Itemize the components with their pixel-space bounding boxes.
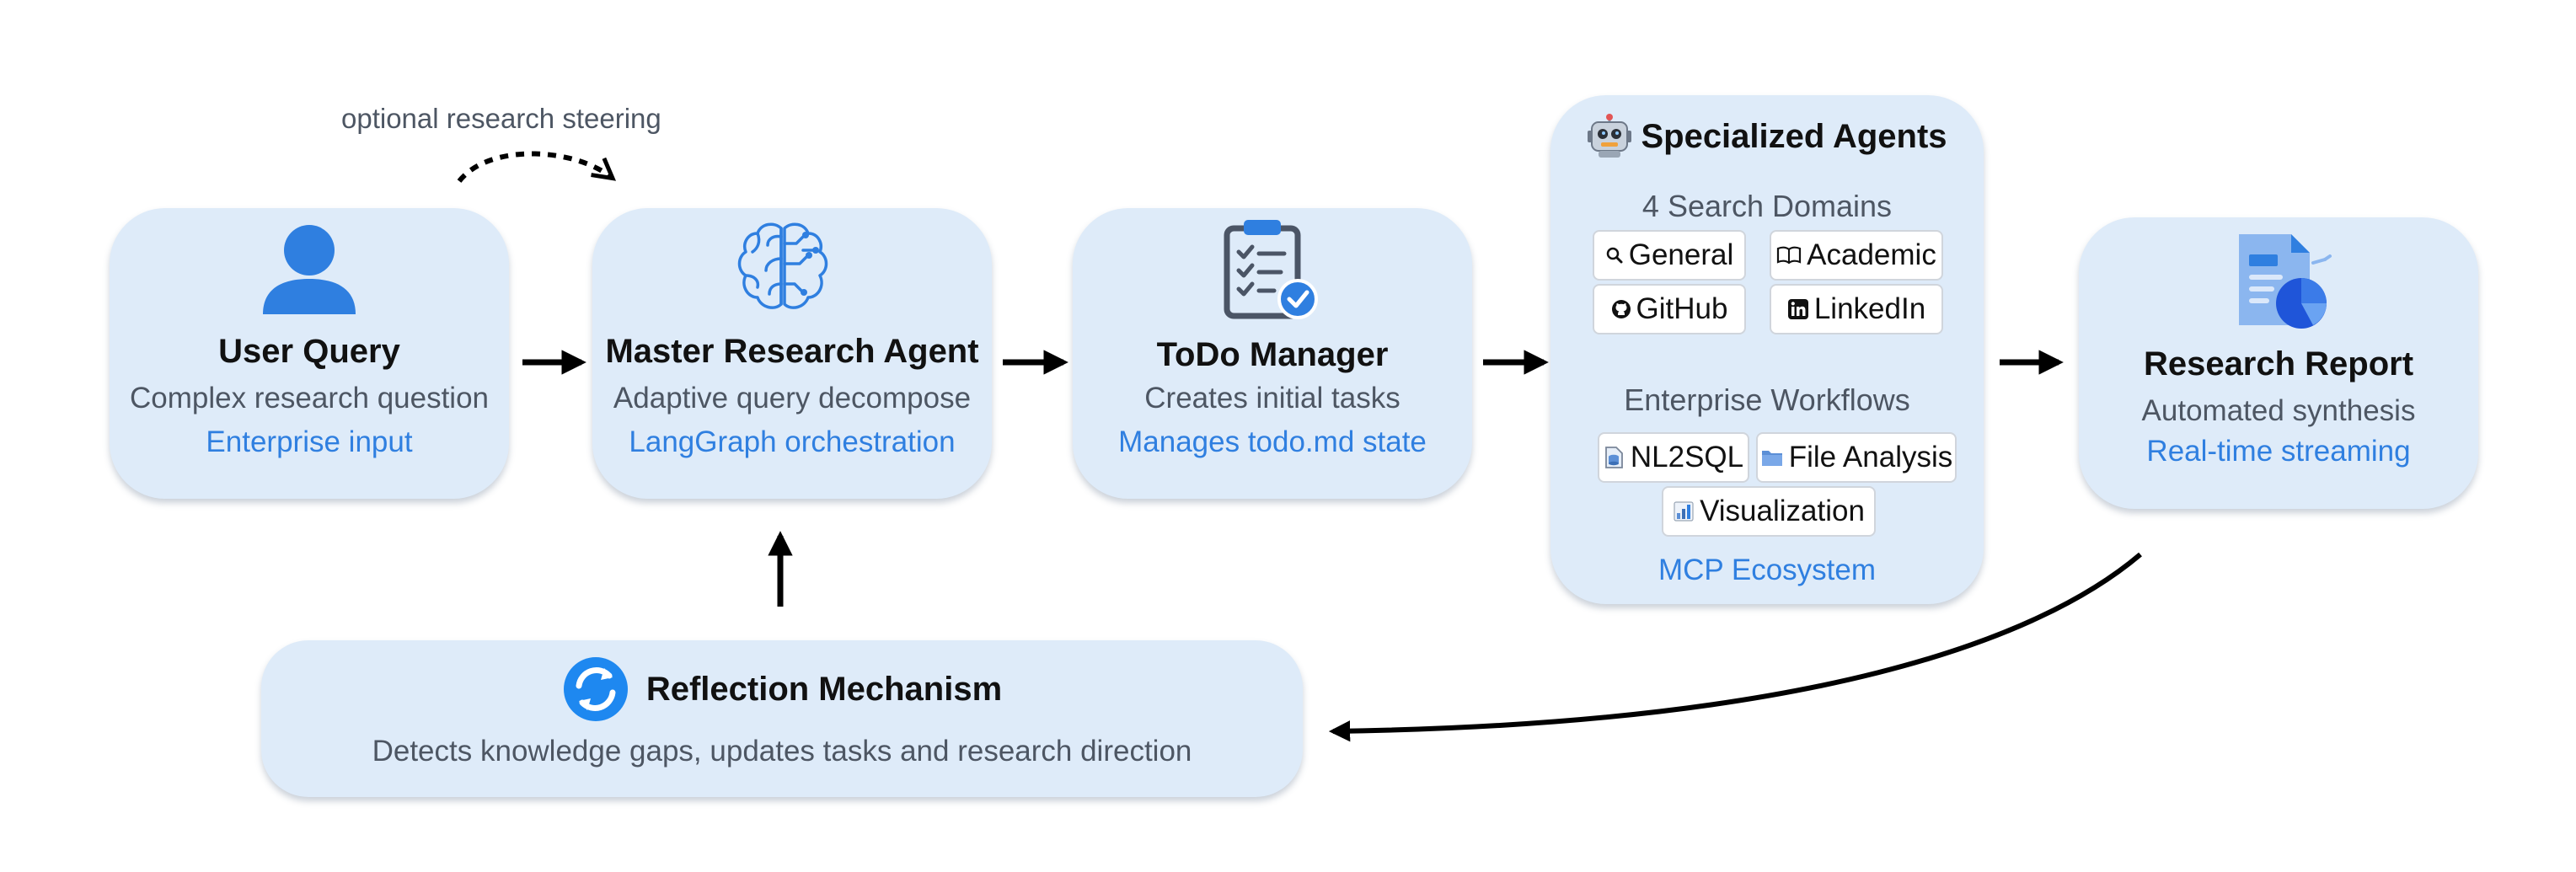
chip-general: General — [1593, 230, 1746, 281]
research-report-title: Research Report — [2143, 345, 2414, 383]
user-query-subtitle: Complex research question — [129, 382, 490, 415]
research-report-subtitle: Automated synthesis — [2141, 394, 2416, 427]
brain-icon — [737, 222, 828, 309]
node-user-query: User Query Complex research question Ent… — [110, 208, 509, 499]
folder-icon — [1761, 451, 1782, 466]
chip-academic: Academic — [1770, 230, 1943, 281]
enterprise-workflows-heading: Enterprise Workflows — [1624, 383, 1910, 417]
search-icon — [1606, 247, 1623, 264]
node-todo-manager: ToDo Manager Creates initial tasks Manag… — [1073, 208, 1472, 499]
search-domains-heading: 4 Search Domains — [1641, 189, 1893, 223]
todo-manager-note: Manages todo.md state — [1118, 425, 1427, 458]
bar-chart-icon — [1674, 501, 1694, 522]
master-agent-title: Master Research Agent — [605, 333, 979, 370]
specialized-agents-title: Specialized Agents — [1641, 117, 1947, 155]
todo-manager-subtitle: Creates initial tasks — [1144, 382, 1400, 415]
user-query-note: Enterprise input — [206, 425, 413, 458]
open-book-icon — [1777, 246, 1802, 265]
todo-manager-title: ToDo Manager — [1156, 336, 1389, 373]
node-reflection-mechanism: Reflection Mechanism Detects knowledge g… — [261, 640, 1303, 797]
refresh-cycle-icon — [563, 657, 628, 721]
node-research-report: Research Report Automated synthesis Real… — [2079, 217, 2478, 509]
research-report-note: Real-time streaming — [2146, 435, 2411, 468]
report-document-icon — [2239, 234, 2332, 329]
arrow-report-to-reflection — [1328, 552, 2142, 742]
specialized-agents-header: Specialized Agents — [1550, 114, 1984, 159]
chip-nl2sql-label: NL2SQL — [1630, 441, 1744, 473]
user-icon — [263, 225, 356, 314]
chip-visualization: Visualization — [1662, 486, 1876, 537]
master-agent-subtitle: Adaptive query decompose — [613, 382, 972, 415]
robot-icon — [1588, 114, 1632, 158]
chip-visualization-label: Visualization — [1700, 495, 1865, 527]
clipboard-checklist-icon — [1224, 220, 1318, 319]
user-query-title: User Query — [218, 333, 400, 370]
chip-file-analysis: File Analysis — [1756, 432, 1957, 483]
database-document-icon — [1604, 447, 1623, 468]
chip-linkedin-label: LinkedIn — [1813, 292, 1926, 325]
chip-file-analysis-label: File Analysis — [1788, 441, 1953, 473]
steering-label: optional research steering — [341, 103, 661, 134]
chip-nl2sql: NL2SQL — [1598, 432, 1749, 483]
chip-linkedin: LinkedIn — [1770, 284, 1943, 334]
chip-academic-label: Academic — [1807, 238, 1936, 271]
linkedin-icon — [1787, 299, 1808, 319]
github-icon — [1611, 300, 1631, 318]
reflection-header: Reflection Mechanism — [261, 655, 1303, 723]
arrow-optional-steering — [457, 151, 611, 183]
reflection-subtitle: Detects knowledge gaps, updates tasks an… — [372, 735, 1192, 768]
chip-general-label: General — [1628, 238, 1734, 271]
chip-github: GitHub — [1593, 284, 1746, 334]
reflection-title: Reflection Mechanism — [645, 670, 1003, 708]
mcp-ecosystem-label: MCP Ecosystem — [1658, 554, 1877, 586]
chip-github-label: GitHub — [1636, 292, 1728, 325]
master-agent-note: LangGraph orchestration — [629, 425, 956, 458]
node-specialized-agents: Specialized Agents 4 Search Domains Gene… — [1550, 95, 1984, 604]
node-master-agent: Master Research Agent Adaptive query dec… — [592, 208, 992, 499]
